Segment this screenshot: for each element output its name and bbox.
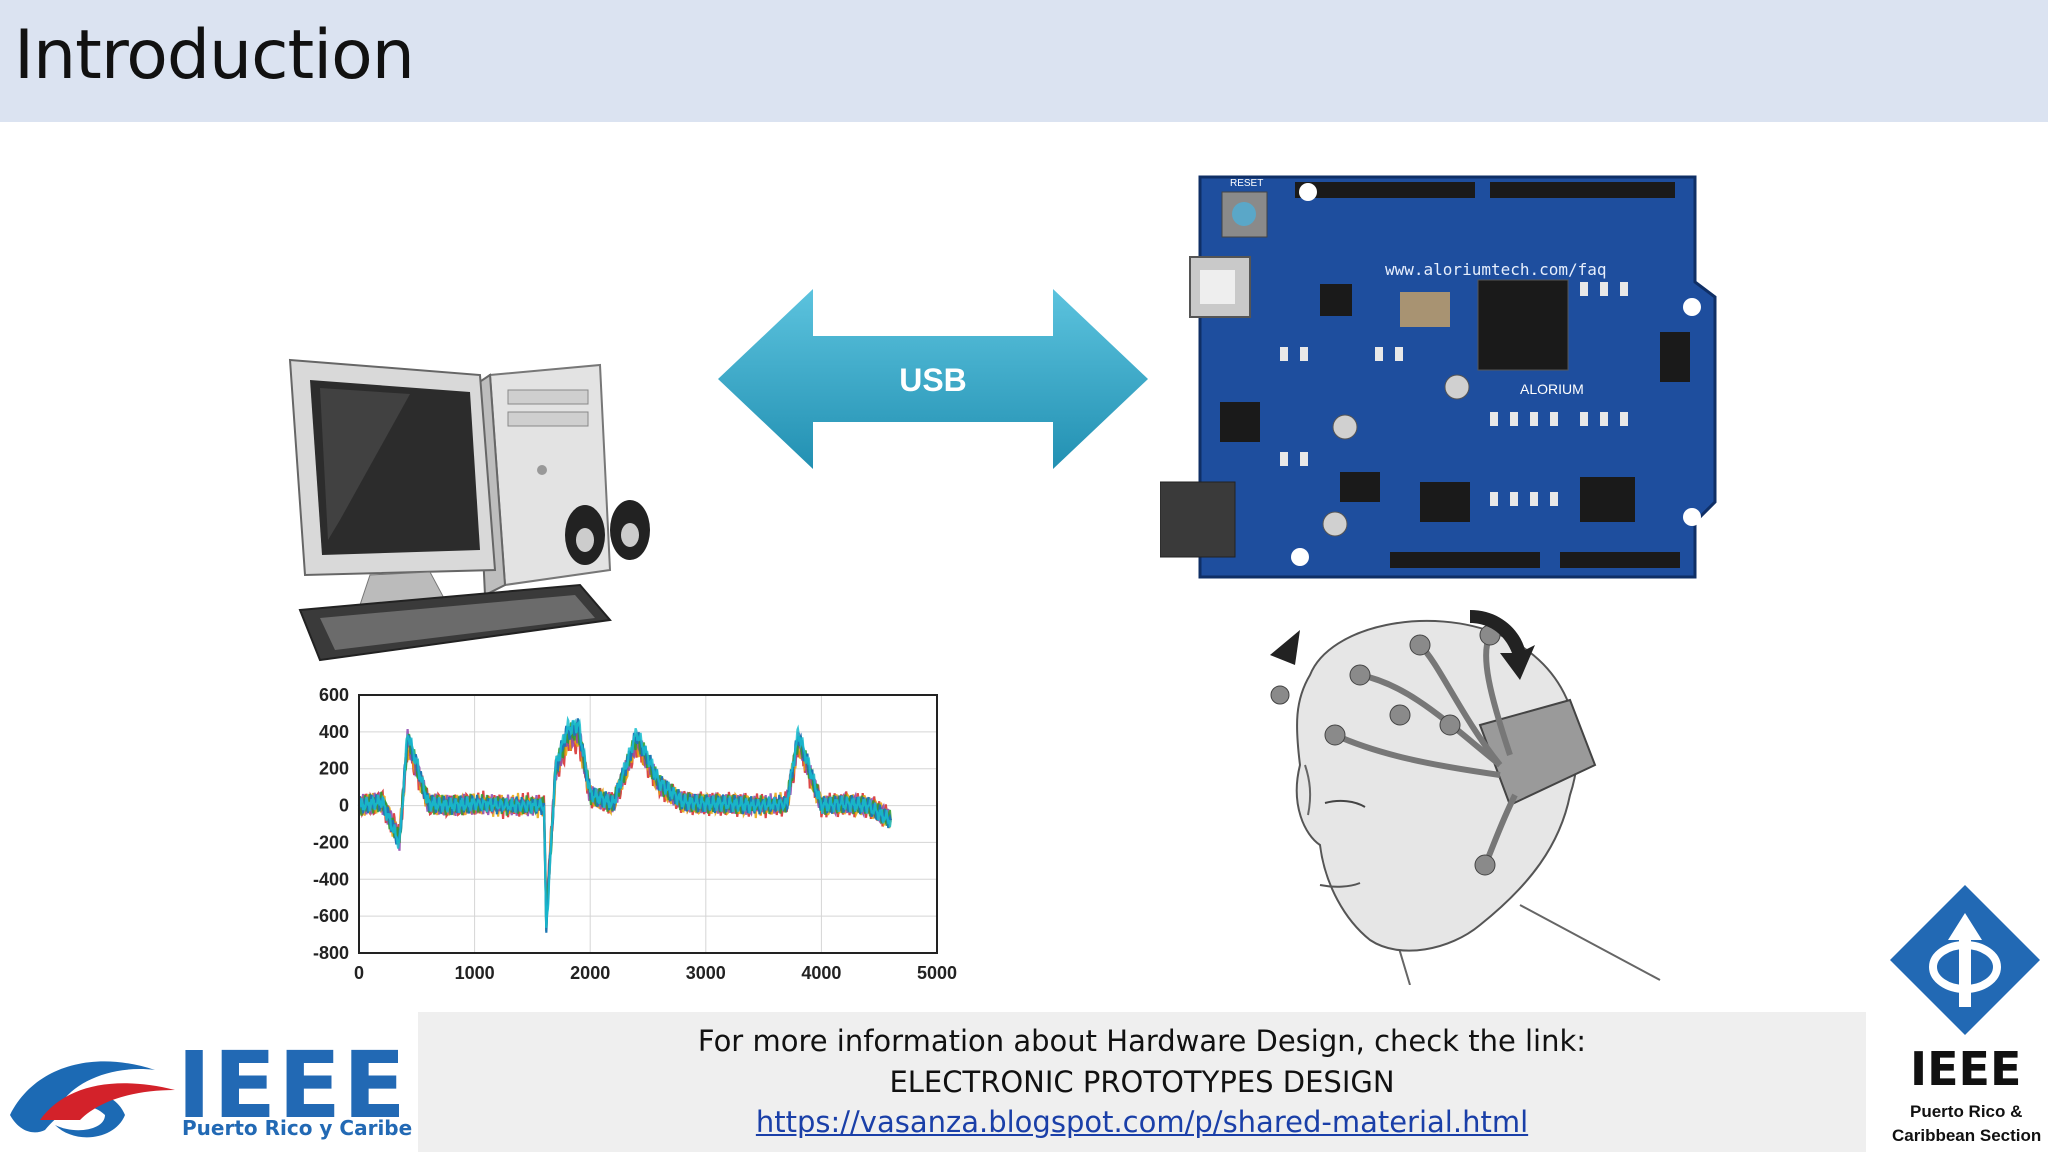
board-url-text: www.aloriumtech.com/faq (1385, 260, 1607, 279)
x-tick-label: 3000 (686, 963, 726, 983)
y-tick-label: -600 (313, 906, 349, 926)
footer-info-box (418, 1012, 1866, 1152)
signal-series-line (357, 718, 892, 933)
swoosh-icon (10, 1061, 175, 1138)
y-tick-label: 400 (319, 722, 349, 742)
ieee-diamond-icon (1890, 885, 2040, 1035)
right-logo-sub-1: Puerto Rico & (1910, 1102, 2023, 1121)
signal-series-line (357, 715, 892, 928)
x-tick-label: 5000 (917, 963, 957, 983)
footer-line-1: For more information about Hardware Desi… (697, 1024, 1587, 1058)
left-logo-sub: Puerto Rico y Caribe (182, 1116, 413, 1140)
left-logo-main: IEEE (177, 1032, 408, 1139)
right-logo-main: IEEE (1910, 1042, 2022, 1096)
x-tick-label: 4000 (801, 963, 841, 983)
title-bar: Introduction (0, 0, 2048, 122)
footer-line-2: ELECTRONIC PROTOTYPES DESIGN (889, 1065, 1395, 1099)
usb-arrow: USB (718, 289, 1148, 469)
x-tick-label: 1000 (455, 963, 495, 983)
eeg-headset-illustration (1270, 610, 1661, 985)
signal-series-line (357, 727, 892, 905)
x-tick-label: 2000 (570, 963, 610, 983)
y-tick-label: 200 (319, 759, 349, 779)
pc-monitor (288, 358, 497, 606)
footer-link[interactable]: https://vasanza.blogspot.com/p/shared-ma… (755, 1105, 1529, 1139)
chart-frame (358, 694, 938, 954)
y-tick-label: 0 (339, 796, 349, 816)
board-reset-label: RESET (1230, 178, 1263, 189)
right-logo-sub-2: Caribbean Section (1892, 1126, 2042, 1145)
pc-speakers (565, 500, 650, 565)
signal-series-line (357, 721, 892, 932)
computer-illustration (288, 358, 650, 662)
slide-title: Introduction (14, 16, 415, 95)
ieee-logo-left: IEEE Puerto Rico y Caribe (5, 1032, 415, 1150)
usb-label: USB (899, 362, 967, 398)
pc-keyboard (298, 583, 612, 662)
microcontroller-board: RESET www.aloriumtech.com/faq ALORIUM (1160, 175, 1717, 579)
y-tick-label: -800 (313, 943, 349, 963)
x-tick-label: 0 (354, 963, 364, 983)
y-tick-label: 600 (319, 685, 349, 705)
ieee-logo-right: IEEE Puerto Rico & Caribbean Section (1880, 880, 2048, 1152)
y-tick-label: -200 (313, 832, 349, 852)
signal-series-line (357, 722, 892, 915)
y-tick-label: -400 (313, 869, 349, 889)
board-brand-text: ALORIUM (1520, 381, 1584, 397)
